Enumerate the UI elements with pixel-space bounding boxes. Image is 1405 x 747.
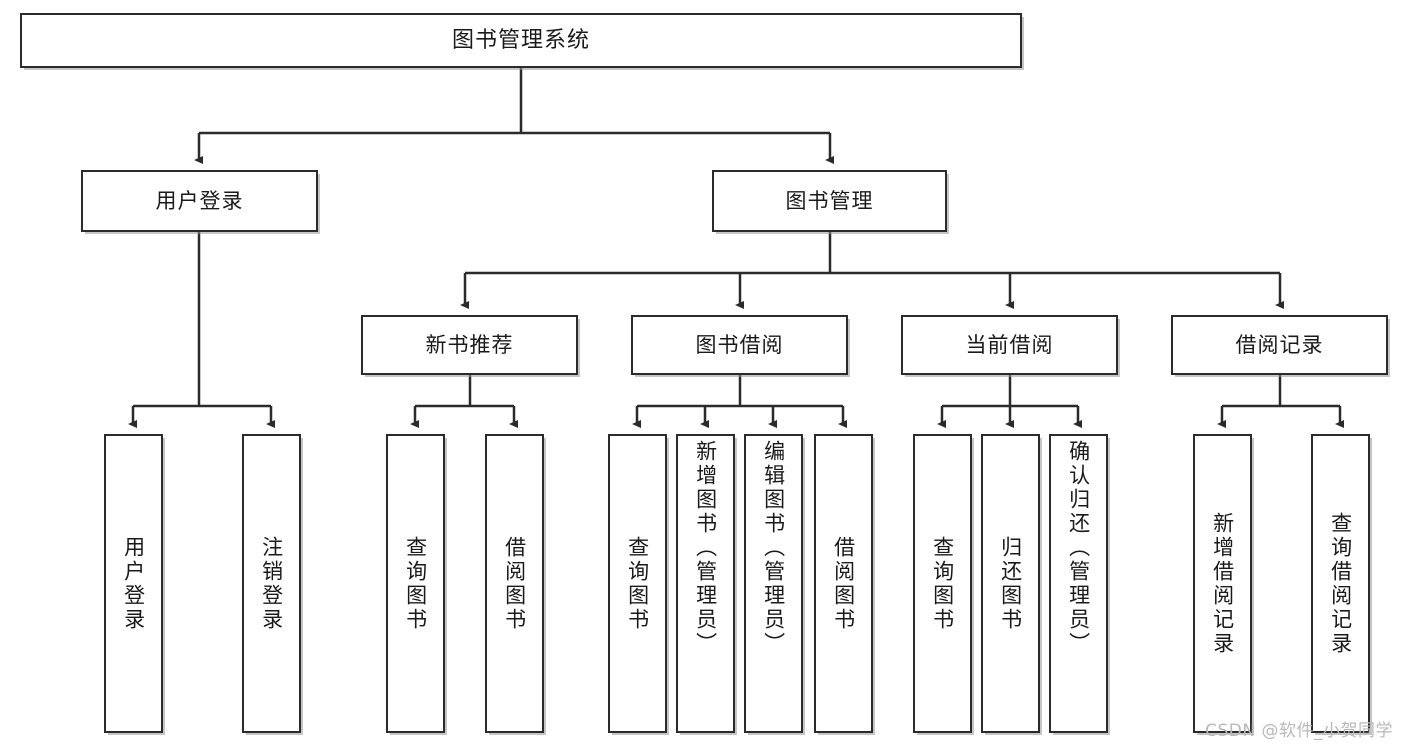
leaf-borrow-book-2[interactable]: 借阅图书	[814, 434, 873, 733]
leaf-borrow-book-1[interactable]: 借阅图书	[485, 434, 544, 733]
leaf-return-book[interactable]: 归还图书	[981, 434, 1040, 733]
node-current-borrow[interactable]: 当前借阅	[901, 315, 1118, 375]
node-new-book-rec[interactable]: 新书推荐	[361, 315, 578, 375]
node-label: 图书管理	[785, 188, 874, 213]
leaf-query-book-1[interactable]: 查询图书	[386, 434, 445, 733]
node-label: 借阅记录	[1235, 332, 1324, 357]
node-label: 查询图书	[403, 535, 428, 632]
leaf-query-record[interactable]: 查询借阅记录	[1311, 434, 1370, 733]
node-label: 用户登录	[155, 188, 244, 213]
watermark: CSDN @软件_小贺同学	[1205, 721, 1393, 741]
node-label: 新增借阅记录	[1210, 511, 1235, 656]
node-label: 用户登录	[121, 535, 146, 632]
leaf-add-book[interactable]: 新增图书（管理员）	[676, 434, 735, 733]
leaf-confirm-return[interactable]: 确认归还（管理员）	[1049, 434, 1108, 733]
leaf-query-book-3[interactable]: 查询图书	[913, 434, 972, 733]
node-label: 注销登录	[259, 535, 284, 632]
leaf-add-record[interactable]: 新增借阅记录	[1193, 434, 1252, 733]
node-label: 当前借阅	[965, 332, 1054, 357]
node-root[interactable]: 图书管理系统	[20, 13, 1022, 68]
node-label: 借阅图书	[502, 535, 527, 632]
node-label: 新增图书（管理员）	[693, 440, 718, 656]
node-label: 图书借阅	[695, 332, 784, 357]
node-label: 确认归还（管理员）	[1066, 440, 1091, 656]
node-borrow-record[interactable]: 借阅记录	[1171, 315, 1388, 375]
node-label: 查询图书	[930, 535, 955, 632]
node-label: 归还图书	[998, 535, 1023, 632]
leaf-edit-book[interactable]: 编辑图书（管理员）	[744, 434, 803, 733]
node-user-login[interactable]: 用户登录	[81, 170, 318, 232]
leaf-query-book-2[interactable]: 查询图书	[608, 434, 667, 733]
leaf-user-login[interactable]: 用户登录	[104, 434, 163, 733]
node-book-manage[interactable]: 图书管理	[712, 170, 947, 232]
node-label: 查询借阅记录	[1328, 511, 1353, 656]
leaf-logout[interactable]: 注销登录	[242, 434, 301, 733]
node-label: 编辑图书（管理员）	[761, 440, 786, 656]
node-book-borrow[interactable]: 图书借阅	[631, 315, 848, 375]
node-label: 借阅图书	[831, 535, 856, 632]
node-label: 图书管理系统	[451, 27, 590, 53]
node-label: 新书推荐	[425, 332, 514, 357]
node-label: 查询图书	[625, 535, 650, 632]
